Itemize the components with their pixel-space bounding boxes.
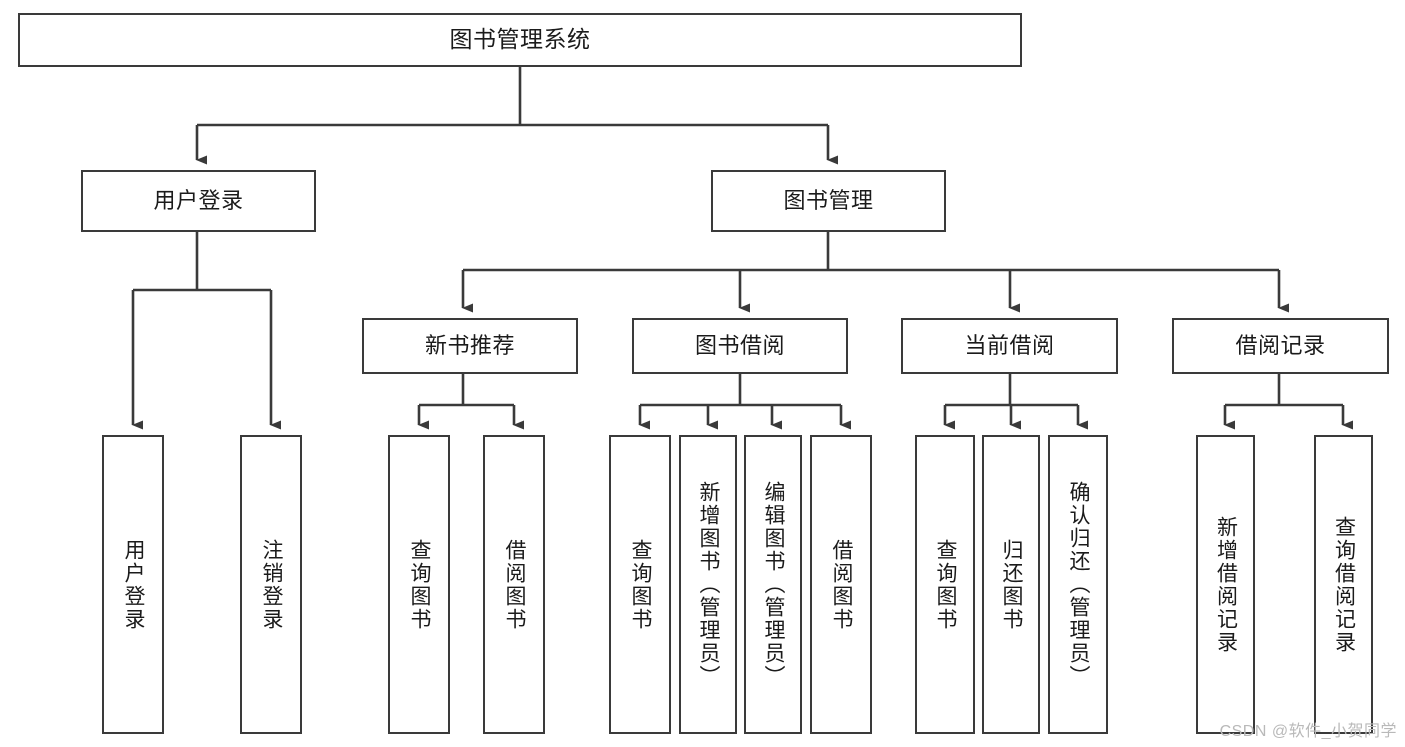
node-label: 当前借阅 — [964, 333, 1055, 359]
node-label: 新增借阅记录 — [1214, 515, 1238, 654]
node-label: 借阅图书 — [830, 538, 854, 631]
node-label: 图书管理系统 — [449, 26, 591, 53]
node-label: 借阅图书 — [503, 538, 527, 631]
node-label: 查询图书 — [629, 538, 653, 631]
watermark-text: CSDN @软件_小贺同学 — [1219, 723, 1397, 740]
node-book-management[interactable]: 图书管理 — [711, 170, 946, 232]
leaf-user-login-login[interactable]: 用户登录 — [102, 435, 164, 734]
node-label: 图书借阅 — [694, 333, 785, 359]
node-label: 查询借阅记录 — [1332, 515, 1356, 654]
node-root-system[interactable]: 图书管理系统 — [18, 13, 1022, 67]
node-label: 查询图书 — [408, 538, 432, 631]
leaf-book-borrow-query[interactable]: 查询图书 — [609, 435, 671, 734]
node-label: 查询图书 — [934, 538, 958, 631]
node-label: 用户登录 — [122, 538, 146, 631]
node-label: 用户登录 — [153, 188, 244, 214]
node-label: 编辑图书（管理员） — [762, 481, 786, 688]
leaf-book-borrow-add[interactable]: 新增图书（管理员） — [679, 435, 737, 734]
leaf-book-borrow-edit[interactable]: 编辑图书（管理员） — [744, 435, 802, 734]
node-label: 确认归还（管理员） — [1067, 481, 1091, 688]
node-label: 新书推荐 — [424, 333, 515, 359]
node-borrow-record[interactable]: 借阅记录 — [1172, 318, 1389, 374]
node-book-borrow[interactable]: 图书借阅 — [632, 318, 848, 374]
leaf-user-login-logout[interactable]: 注销登录 — [240, 435, 302, 734]
node-new-book-recommend[interactable]: 新书推荐 — [362, 318, 578, 374]
node-label: 图书管理 — [783, 188, 874, 214]
leaf-borrow-record-add[interactable]: 新增借阅记录 — [1196, 435, 1255, 734]
node-label: 借阅记录 — [1235, 333, 1326, 359]
leaf-current-borrow-return[interactable]: 归还图书 — [982, 435, 1040, 734]
leaf-new-book-query[interactable]: 查询图书 — [388, 435, 450, 734]
leaf-book-borrow-borrow[interactable]: 借阅图书 — [810, 435, 872, 734]
leaf-current-borrow-query[interactable]: 查询图书 — [915, 435, 975, 734]
leaf-new-book-borrow[interactable]: 借阅图书 — [483, 435, 545, 734]
leaf-borrow-record-query[interactable]: 查询借阅记录 — [1314, 435, 1373, 734]
node-user-login[interactable]: 用户登录 — [81, 170, 316, 232]
node-label: 注销登录 — [260, 538, 284, 631]
node-label: 归还图书 — [1000, 538, 1024, 631]
leaf-current-borrow-confirm-return[interactable]: 确认归还（管理员） — [1048, 435, 1108, 734]
node-label: 新增图书（管理员） — [697, 481, 721, 688]
node-current-borrow[interactable]: 当前借阅 — [901, 318, 1118, 374]
